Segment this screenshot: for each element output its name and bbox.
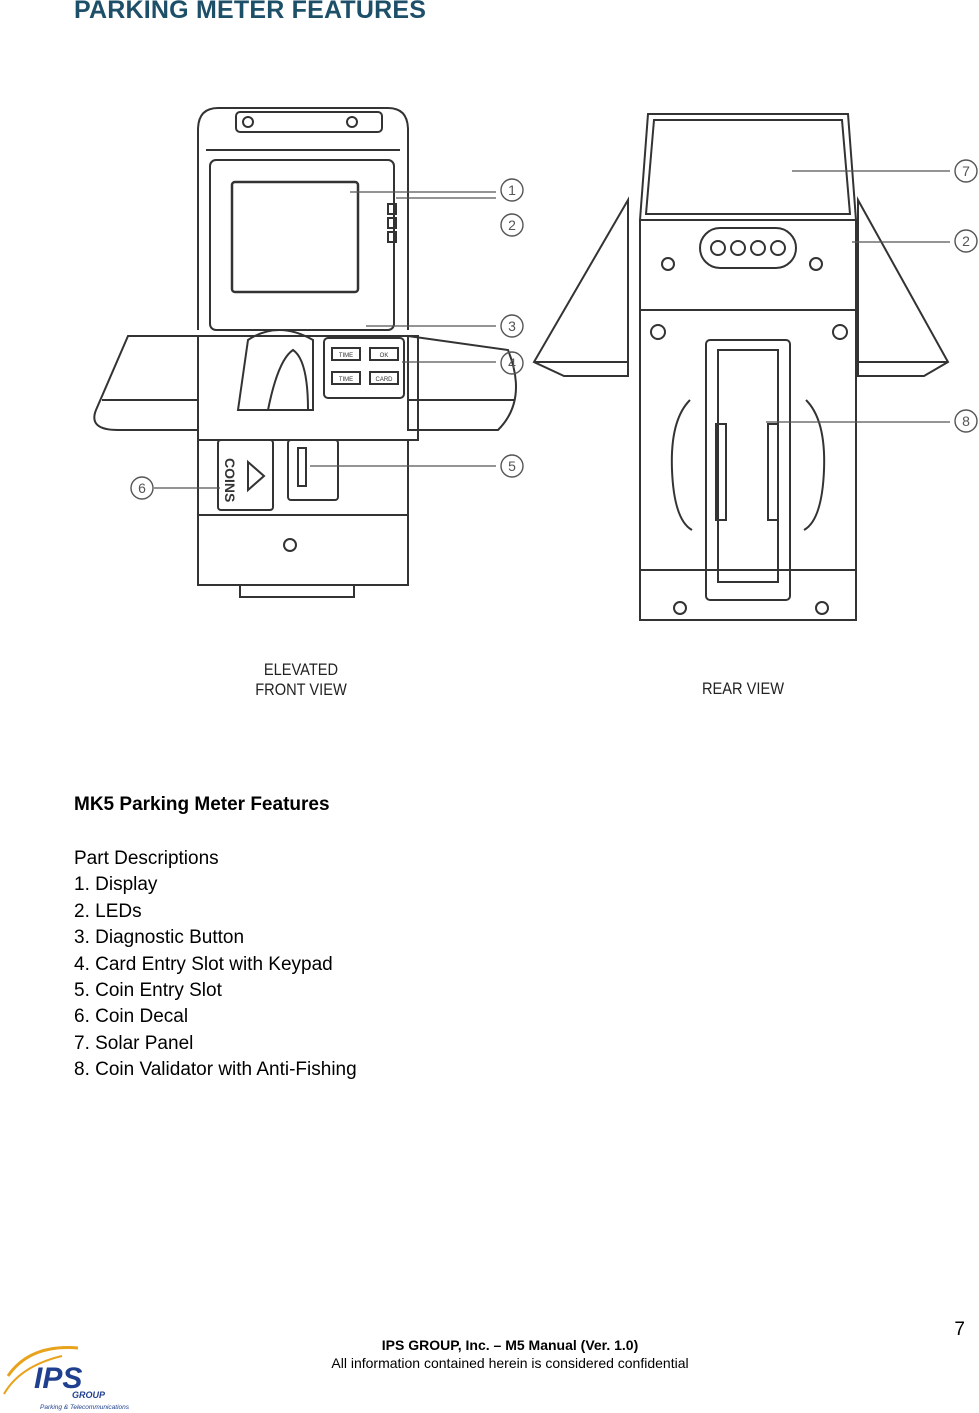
svg-text:TIME: TIME: [339, 353, 353, 359]
parts-heading: Part Descriptions: [74, 848, 219, 869]
svg-text:GROUP: GROUP: [72, 1390, 106, 1400]
callout-5: 5: [508, 458, 516, 474]
rear-view-drawing: [532, 113, 950, 621]
callout-4: 4: [508, 355, 516, 371]
rear-view-label: REAR VIEW: [701, 679, 785, 698]
callout-8: 8: [962, 413, 970, 429]
list-item: 6. Coin Decal: [74, 1006, 189, 1028]
parts-list: 1. Display 2. LEDs 3. Diagnostic Button …: [74, 872, 357, 1083]
callout-7: 7: [962, 163, 970, 179]
front-view-label: ELEVATED FRONT VIEW: [255, 660, 347, 699]
ips-group-logo: IPS GROUP Parking & Telecommunications: [3, 1346, 130, 1411]
page-title: PARKING METER FEATURES: [74, 0, 427, 24]
callout-2: 2: [508, 217, 516, 233]
svg-text:Parking & Telecommunications: Parking & Telecommunications: [40, 1404, 130, 1411]
part-descriptions: Part Descriptions 1. Display 2. LEDs 3. …: [74, 846, 357, 1084]
list-item: 8. Coin Validator with Anti-Fishing: [74, 1059, 357, 1081]
parking-meter-diagram: TIME OK TIME CARD COINS: [88, 100, 979, 710]
callout-1: 1: [508, 182, 516, 198]
svg-text:OK: OK: [380, 353, 389, 359]
svg-text:TIME: TIME: [339, 377, 353, 383]
list-item: 5. Coin Entry Slot: [74, 980, 222, 1002]
callout-2-rear: 2: [962, 233, 970, 249]
list-item: 4. Card Entry Slot with Keypad: [74, 953, 333, 975]
svg-text:IPS: IPS: [34, 1362, 82, 1395]
list-item: 2. LEDs: [74, 900, 142, 922]
list-item: 7. Solar Panel: [74, 1032, 194, 1054]
section-heading: MK5 Parking Meter Features: [74, 794, 330, 815]
svg-text:CARD: CARD: [375, 377, 393, 383]
list-item: 1. Display: [74, 874, 158, 896]
page-number: 7: [954, 1319, 965, 1340]
list-item: 3. Diagnostic Button: [74, 927, 245, 949]
callout-6: 6: [138, 480, 146, 496]
callout-3: 3: [508, 318, 516, 334]
footer-company: IPS GROUP, Inc. – M5 Manual (Ver. 1.0): [381, 1337, 639, 1353]
front-view-drawing: TIME OK TIME CARD COINS: [93, 107, 517, 598]
footer-confidential: All information contained herein is cons…: [331, 1355, 689, 1371]
display-screen: [230, 180, 360, 294]
coin-decal-text: COINS: [222, 458, 238, 502]
